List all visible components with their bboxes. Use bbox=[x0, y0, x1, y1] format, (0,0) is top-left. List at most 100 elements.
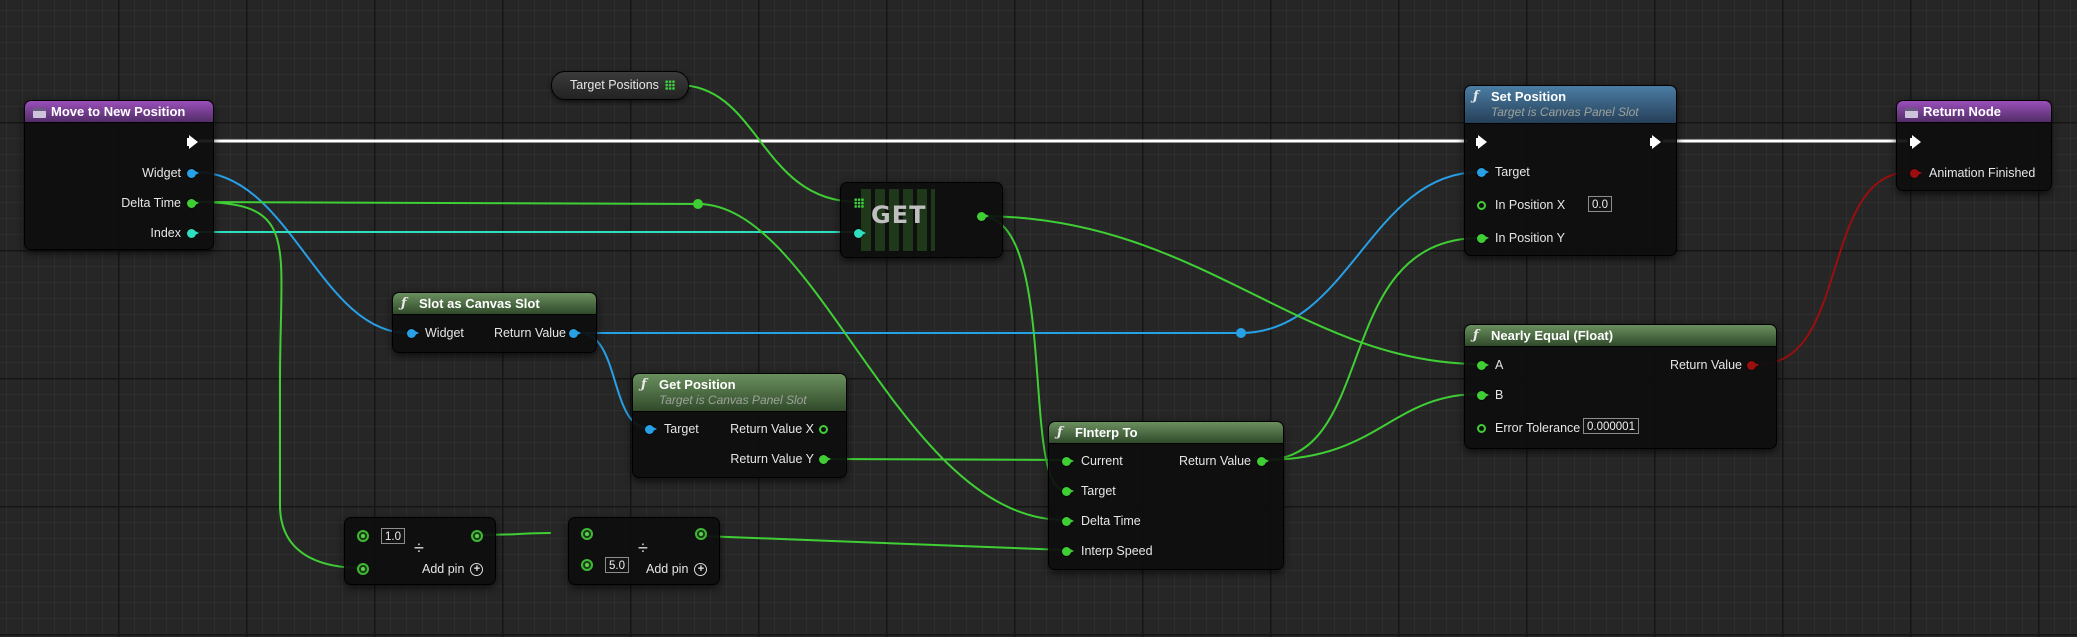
divide-icon: ÷ bbox=[638, 538, 648, 558]
get-to-nearly-a-wire bbox=[979, 215, 1481, 365]
current-label: Current bbox=[1081, 454, 1123, 468]
a-label: A bbox=[1495, 358, 1504, 372]
b-input-pin[interactable] bbox=[1477, 391, 1489, 400]
divide-node-1[interactable]: 1.0 ÷ Add pin + bbox=[344, 517, 496, 585]
node-title: Get Position bbox=[659, 377, 736, 392]
index-pin-label: Index bbox=[150, 226, 181, 240]
index-output-pin[interactable] bbox=[187, 229, 199, 238]
return-value-label: Return Value bbox=[1178, 454, 1251, 468]
delta-time-pin-label: Delta Time bbox=[121, 196, 181, 210]
return-value-x-output-pin[interactable] bbox=[819, 425, 828, 434]
widget-input-label: Widget bbox=[425, 326, 464, 340]
in-position-x-label: In Position X bbox=[1495, 198, 1566, 212]
index-input-pin[interactable] bbox=[854, 229, 866, 238]
get-node-body bbox=[861, 189, 935, 251]
function-icon: ƒ bbox=[1057, 425, 1063, 440]
animation-finished-input-pin[interactable] bbox=[1910, 169, 1922, 178]
target-positions-variable[interactable]: Target Positions bbox=[551, 71, 689, 100]
current-input-pin[interactable] bbox=[1062, 457, 1074, 466]
reroute-knot[interactable] bbox=[1236, 328, 1246, 338]
widget-input-pin[interactable] bbox=[407, 329, 419, 338]
node-subtitle: Target is Canvas Panel Slot bbox=[659, 393, 807, 407]
exec-out-pin[interactable] bbox=[187, 135, 198, 149]
node-title: Set Position bbox=[1491, 89, 1567, 104]
slot-as-canvas-slot-node[interactable]: ƒ Slot as Canvas Slot Widget Return Valu… bbox=[392, 292, 597, 353]
interp-speed-input-pin[interactable] bbox=[1062, 547, 1074, 556]
getpos-y-wire bbox=[829, 458, 1066, 461]
add-pin-label: Add pin bbox=[646, 562, 689, 576]
add-pin-label: Add pin bbox=[422, 562, 465, 576]
delta-time-to-divide-wire bbox=[195, 201, 363, 569]
a-value-box[interactable]: 1.0 bbox=[381, 528, 405, 544]
return-value-label: Return Value bbox=[1669, 358, 1742, 372]
node-title: FInterp To bbox=[1075, 425, 1138, 440]
array-icon[interactable] bbox=[665, 80, 675, 90]
delta-time-input-pin[interactable] bbox=[1062, 517, 1074, 526]
in-position-x-value-box[interactable]: 0.0 bbox=[1588, 196, 1612, 212]
add-pin-button[interactable]: Add pin+ bbox=[646, 562, 708, 577]
node-title: Slot as Canvas Slot bbox=[419, 296, 540, 311]
interp-speed-label: Interp Speed bbox=[1081, 544, 1153, 558]
add-pin-button[interactable]: Add pin + bbox=[422, 562, 484, 577]
divide-output-pin[interactable] bbox=[695, 528, 707, 540]
divide-node-2[interactable]: ÷ 5.0 Add pin+ bbox=[568, 517, 720, 585]
b-input-pin[interactable] bbox=[357, 563, 369, 575]
return-value-output-pin[interactable] bbox=[1747, 361, 1759, 370]
exec-in-pin[interactable] bbox=[1476, 135, 1487, 149]
nearly-equal-float-node[interactable]: ƒ Nearly Equal (Float) A Return Value B … bbox=[1464, 324, 1777, 449]
widget-wire bbox=[195, 171, 409, 334]
finterp-to-posy-wire bbox=[1263, 237, 1481, 461]
widget-output-pin[interactable] bbox=[187, 169, 199, 178]
reroute-knot[interactable] bbox=[693, 199, 703, 209]
finterp-to-nearly-b-wire bbox=[1263, 393, 1481, 461]
return-value-output-pin[interactable] bbox=[569, 329, 581, 338]
return-value-y-label: Return Value Y bbox=[730, 452, 814, 466]
target-positions-wire bbox=[677, 84, 859, 203]
target-label: Target bbox=[1495, 165, 1530, 179]
event-icon bbox=[33, 108, 46, 118]
get-output-pin[interactable] bbox=[977, 212, 989, 221]
node-header: ƒ Get Position Target is Canvas Panel Sl… bbox=[633, 374, 846, 412]
b-label: B bbox=[1495, 388, 1504, 402]
return-value-y-output-pin[interactable] bbox=[819, 455, 831, 464]
array-get-node[interactable]: GET bbox=[840, 182, 1003, 258]
function-icon: ƒ bbox=[1473, 89, 1479, 104]
in-position-y-label: In Position Y bbox=[1495, 231, 1565, 245]
target-input-pin[interactable] bbox=[645, 425, 657, 434]
finterp-to-node[interactable]: ƒ FInterp To Current Return Value Target… bbox=[1048, 421, 1284, 570]
in-position-y-input-pin[interactable] bbox=[1477, 234, 1489, 243]
a-input-pin[interactable] bbox=[1477, 361, 1489, 370]
return-value-x-label: Return Value X bbox=[730, 422, 814, 436]
b-value-box[interactable]: 5.0 bbox=[605, 557, 629, 573]
return-node[interactable]: Return Node Animation Finished bbox=[1896, 100, 2052, 191]
exec-out-pin[interactable] bbox=[1650, 135, 1661, 149]
error-tolerance-input-pin[interactable] bbox=[1477, 424, 1486, 433]
node-header: ƒ FInterp To bbox=[1049, 422, 1283, 444]
node-title: Return Node bbox=[1923, 104, 2001, 119]
set-position-node[interactable]: ƒ Set Position Target is Canvas Panel Sl… bbox=[1464, 85, 1677, 256]
get-label: GET bbox=[871, 201, 927, 229]
exec-in-pin[interactable] bbox=[1910, 135, 1921, 149]
divide-output-pin[interactable] bbox=[471, 530, 483, 542]
node-title: Move to New Position bbox=[51, 104, 186, 119]
move-to-new-position-node[interactable]: Move to New Position Widget Delta Time I… bbox=[24, 100, 214, 250]
target-input-pin[interactable] bbox=[1477, 168, 1489, 177]
delta-time-output-pin[interactable] bbox=[187, 199, 199, 208]
node-header: Return Node bbox=[1897, 101, 2051, 123]
in-position-x-input-pin[interactable] bbox=[1477, 201, 1486, 210]
add-pin-icon: + bbox=[470, 563, 484, 577]
slot-return-wire bbox=[579, 171, 1481, 334]
return-value-output-pin[interactable] bbox=[1257, 457, 1269, 466]
a-input-pin[interactable] bbox=[581, 528, 593, 540]
animation-finished-label: Animation Finished bbox=[1929, 166, 2036, 180]
error-tolerance-value-box[interactable]: 0.000001 bbox=[1583, 418, 1639, 434]
return-value-label: Return Value bbox=[493, 326, 566, 340]
divide-icon: ÷ bbox=[414, 538, 424, 558]
get-position-node[interactable]: ƒ Get Position Target is Canvas Panel Sl… bbox=[632, 373, 847, 478]
target-input-pin[interactable] bbox=[1062, 487, 1074, 496]
array-input-pin[interactable] bbox=[854, 198, 864, 208]
node-header: ƒ Set Position Target is Canvas Panel Sl… bbox=[1465, 86, 1676, 124]
b-input-pin[interactable] bbox=[581, 559, 593, 571]
a-input-pin[interactable] bbox=[357, 530, 369, 542]
